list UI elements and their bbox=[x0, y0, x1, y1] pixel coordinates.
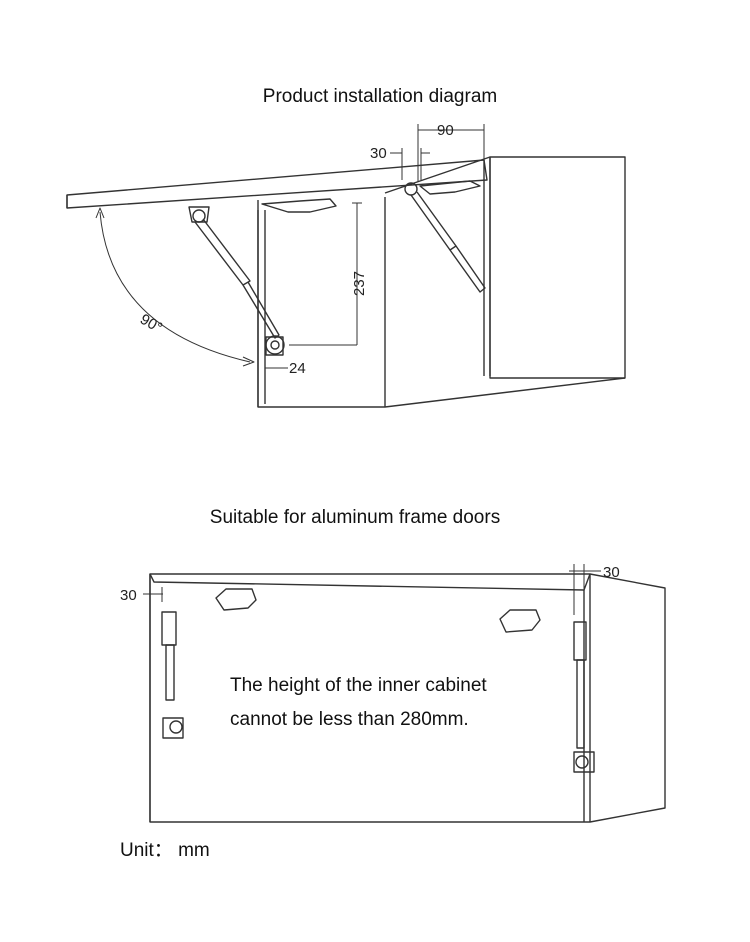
closed-cabinet-drawing bbox=[143, 564, 666, 823]
cabinet-height-note-line1: The height of the inner cabinet bbox=[230, 675, 487, 696]
dim-strut-height: 237 bbox=[351, 271, 368, 296]
cabinet-height-note-line2: cannot be less than 280mm. bbox=[230, 709, 469, 730]
unit-label: Unit： mm bbox=[120, 840, 210, 861]
dim-opening-angle: 90° bbox=[137, 311, 165, 337]
open-cabinet-drawing bbox=[66, 124, 626, 408]
dim-strut-offset: 24 bbox=[289, 360, 306, 377]
dim-right-offset: 30 bbox=[603, 564, 620, 581]
installation-diagram-title: Product installation diagram bbox=[262, 86, 498, 107]
dim-offset-top: 30 bbox=[370, 145, 387, 162]
dim-left-offset: 30 bbox=[120, 587, 137, 604]
aluminum-frame-title: Suitable for aluminum frame doors bbox=[209, 507, 501, 528]
dim-hinge-spacing: 90 bbox=[437, 122, 454, 139]
